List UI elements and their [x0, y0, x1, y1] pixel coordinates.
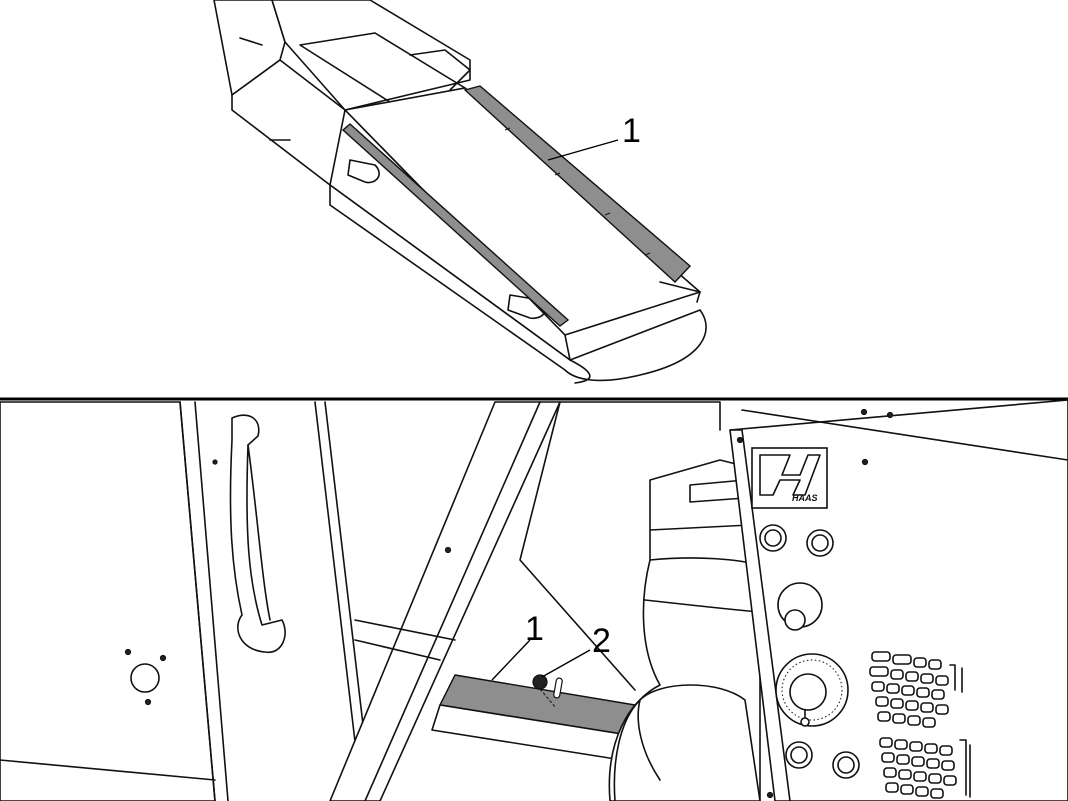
- pendant-screw-1: [736, 436, 744, 444]
- logo-mark: [759, 454, 821, 496]
- logo-text: HAAS: [792, 493, 818, 503]
- top-panel-chip-tray: 1: [213, 0, 707, 384]
- pendant-button-3-cap: [790, 746, 808, 764]
- chute-flange: [409, 49, 471, 91]
- pendant-button-2-cap: [811, 534, 829, 552]
- wiper-strip-left: [341, 123, 570, 327]
- bottom-panel-machine-interior: HAAS: [0, 399, 1068, 801]
- strip-slot: [553, 677, 563, 699]
- cabinet-bottom-edge: [0, 759, 216, 781]
- jog-handle-knob: [789, 673, 827, 711]
- panel-round-plug: [130, 663, 160, 693]
- strip-screw: [532, 674, 548, 690]
- keypad-lower: [879, 737, 971, 799]
- callout-2-leader: [541, 649, 591, 678]
- screw-axis: [539, 688, 557, 709]
- panel-screw-c: [144, 698, 152, 706]
- chute-housing-back: [271, 0, 471, 111]
- pendant-button-1-cap: [764, 529, 782, 547]
- pendant-top-edge: [741, 409, 1068, 461]
- wiper-strip-right: [463, 85, 692, 283]
- chute-housing-left-wall: [213, 0, 286, 96]
- callout-1-label-bottom: 1: [525, 610, 544, 648]
- cabinet-edges: [179, 401, 373, 801]
- jog-handle-graduations: [781, 659, 843, 721]
- pendant-screw-2: [861, 458, 869, 466]
- tray-front-roll: [329, 184, 707, 382]
- left-cabinet-panel: [0, 401, 216, 801]
- rotary-motor-housing: [613, 684, 761, 801]
- callout-1-label-top: 1: [622, 112, 641, 150]
- tray-end-lip: [659, 281, 701, 303]
- rotary-motor-edge: [637, 699, 661, 781]
- callout-1-leader-top: [547, 139, 619, 161]
- floor-rails: [354, 619, 456, 661]
- pendant-screw-5: [766, 791, 774, 799]
- callout-1-leader-bottom: [491, 639, 531, 681]
- diagonal-beam-edge: [364, 401, 541, 801]
- door-handle-edge: [247, 444, 271, 621]
- panel-screw-b: [159, 654, 167, 662]
- pendant-button-4-cap: [837, 756, 855, 774]
- slot-cutout-rear: [347, 159, 380, 184]
- pendant-rotary-knob: [784, 609, 806, 631]
- back-wall-edges: [519, 401, 721, 691]
- strip-screws: [504, 127, 651, 256]
- bracket-tab: [239, 37, 263, 46]
- panel-screw-d: [212, 459, 218, 465]
- pendant-screw-3: [860, 408, 868, 416]
- diagonal-beam: [329, 401, 561, 801]
- beam-screw: [444, 546, 452, 554]
- haas-logo: HAAS: [751, 447, 828, 509]
- pendant-screw-4: [886, 411, 894, 419]
- tray-front-curve: [569, 359, 591, 384]
- keypad-upper: [869, 651, 963, 728]
- callout-2-label: 2: [592, 622, 611, 660]
- jog-handle-grip: [800, 717, 810, 727]
- pendant-edge: [729, 429, 791, 801]
- panel-screw-a: [124, 648, 132, 656]
